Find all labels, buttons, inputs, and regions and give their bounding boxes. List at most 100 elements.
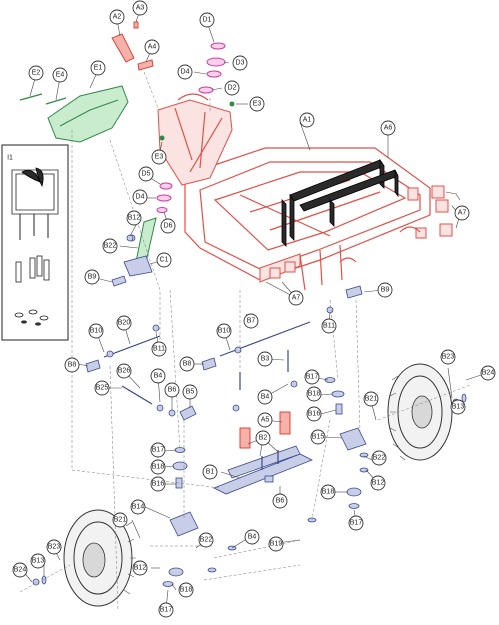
callout-label: B22 [373,455,386,462]
tiller-parts [111,21,154,71]
callout-label: E4 [56,72,65,79]
inset-washers [14,309,49,326]
callout-label: B23 [48,544,61,551]
e2-part [19,93,43,101]
callout-label: B24 [14,567,27,574]
callout-label: B7 [247,318,256,325]
e4-part [45,97,67,105]
callout-a5: A5 [257,412,273,428]
callout-d2: D2 [224,80,240,96]
callout-b12-left: B12 [126,210,142,226]
callout-label: B20 [118,320,131,327]
callout-b16-right: B16 [306,406,322,422]
callout-label: B16 [308,411,321,418]
callout-label: B4 [248,534,257,541]
callout-c1: C1 [156,252,172,268]
callout-label: A6 [384,125,393,132]
callout-label: E1 [94,65,103,72]
callout-b4-lower: B4 [244,529,260,545]
callout-label: B16 [152,481,165,488]
a2-part [111,33,135,63]
callout-e3-lower: E3 [151,149,167,165]
callout-b11-mid: B11 [321,318,337,334]
callout-a6: A6 [380,120,396,136]
callout-label: A7 [292,295,301,302]
knuckle-b15 [339,427,367,451]
column-c1 [123,217,157,277]
callout-label: E2 [32,70,41,77]
callout-b17-bottom: B17 [158,602,174,618]
callout-label: B22 [200,537,213,544]
callout-b18-left: B18 [150,459,166,475]
a4-part [137,59,154,71]
callout-b4-mid: B4 [257,389,273,405]
callout-label: B21 [114,517,127,524]
callout-label: A3 [136,5,145,12]
callout-b13-right: B13 [450,399,466,415]
callout-b24-left: B24 [12,562,28,578]
frame-pad-4 [284,261,296,273]
callout-b24-right: B24 [480,365,496,381]
inset-bolts [15,255,50,283]
callout-d4-lower: D4 [132,189,148,205]
belts-a6 [281,158,399,247]
callout-label: D6 [164,223,173,230]
callout-b18-right-bottom: B18 [320,484,336,500]
callout-label: B9 [381,287,390,294]
callout-b2: B2 [255,430,271,446]
knuckle-b14 [169,511,199,537]
callout-label: A1 [303,117,312,124]
callout-b18-bottom: B18 [178,582,194,598]
frame-pad-1 [407,187,419,201]
callout-label: B2 [259,435,268,442]
frame-pad-2 [415,227,427,239]
callout-label: B25 [96,385,109,392]
callout-a7-bottom: A7 [288,290,304,306]
callout-label: B14 [132,504,145,511]
callout-d3: D3 [232,55,248,71]
callout-b10-mid: B10 [216,323,232,339]
callout-label: B11 [323,323,335,330]
callout-label: D4 [136,194,145,201]
callout-label: D2 [228,85,237,92]
callout-b11-left: B11 [151,341,167,357]
callout-b21-right: B21 [363,391,379,407]
e3-upper-part [229,101,235,107]
callout-label: B4 [261,394,270,401]
inset-i1 [1,144,69,341]
spring-a5-left [239,427,251,449]
frame-pad-3 [269,267,281,279]
callout-d1: D1 [199,12,215,28]
callout-b4-upper: B4 [150,368,166,384]
callout-b12-right: B12 [370,475,386,491]
callout-label: B24 [482,370,495,377]
callout-label: B1 [206,469,215,476]
callout-label: D5 [142,171,151,178]
callout-label: B11 [153,346,165,353]
callout-label: B26 [118,368,131,375]
callout-b14: B14 [130,499,146,515]
callout-b18-right-top: B18 [306,386,322,402]
callout-label: B18 [152,464,165,471]
callout-a3: A3 [132,0,148,16]
callout-label: B5 [186,389,195,396]
callout-label: B17 [350,520,363,527]
callout-label: B8 [68,362,77,369]
callout-e3-upper: E3 [249,96,265,112]
callout-b9-left: B9 [84,269,100,285]
callout-label: B12 [372,480,385,487]
callout-label: B13 [452,404,465,411]
callout-e1: E1 [90,60,106,76]
callout-label: B15 [312,434,325,441]
callout-label: B18 [322,489,335,496]
hardware-b [85,234,369,587]
callout-label: B6 [276,498,285,505]
front-axle-b1 [169,411,367,537]
callout-label: B17 [160,607,173,614]
callout-label: B21 [365,396,378,403]
callout-b17-right-bottom: B17 [348,515,364,531]
callout-b19: B19 [268,536,284,552]
callout-a1: A1 [299,112,315,128]
